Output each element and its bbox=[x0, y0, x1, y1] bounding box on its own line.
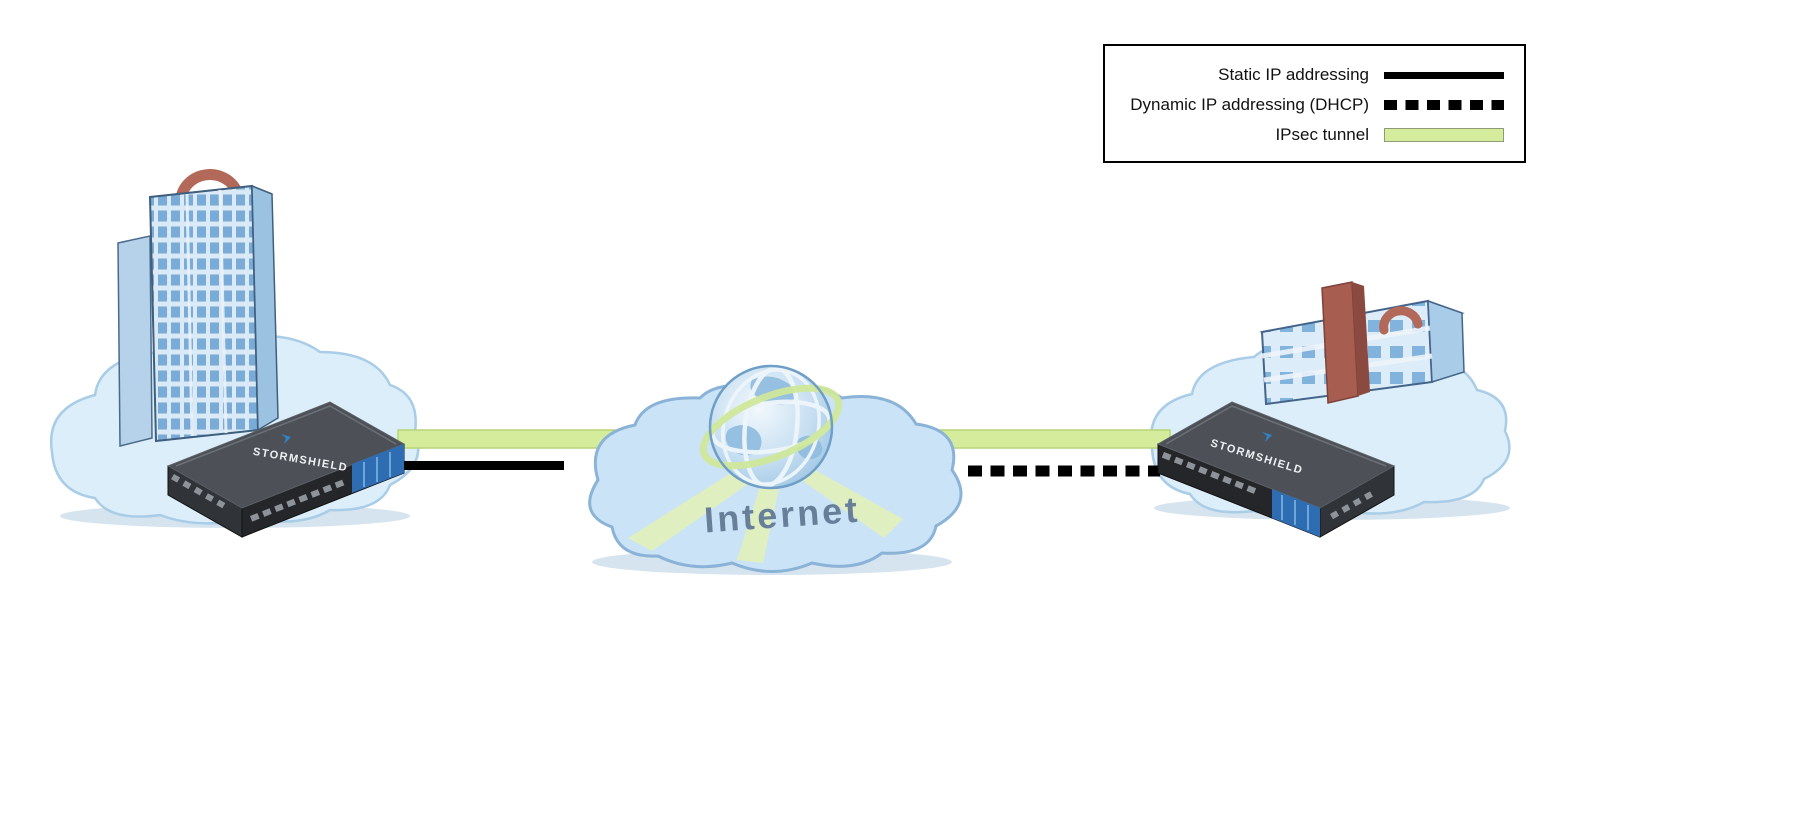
branch-office-building-icon bbox=[1259, 281, 1465, 406]
appliance-side-ports bbox=[1330, 491, 1373, 520]
legend-label-dhcp: Dynamic IP addressing (DHCP) bbox=[1130, 95, 1369, 114]
globe-green-orbit bbox=[699, 384, 843, 470]
appliance-side-ports bbox=[171, 474, 226, 509]
legend-label-static: Static IP addressing bbox=[1218, 65, 1369, 84]
left-firewall-appliance: STORMSHIELD bbox=[166, 401, 406, 538]
legend-row-dhcp: Dynamic IP addressing (DHCP) bbox=[1119, 90, 1504, 120]
stormshield-logo-icon bbox=[281, 434, 291, 444]
legend-row-ipsec: IPsec tunnel bbox=[1119, 120, 1504, 150]
appliance-ports bbox=[250, 479, 345, 522]
legend-box: Static IP addressing Dynamic IP addressi… bbox=[1103, 44, 1526, 163]
appliance-ports bbox=[1161, 452, 1257, 494]
stormshield-logo-icon bbox=[1262, 432, 1272, 442]
legend-row-static: Static IP addressing bbox=[1119, 60, 1504, 90]
right-firewall-appliance: STORMSHIELD bbox=[1156, 401, 1396, 538]
legend-label-ipsec: IPsec tunnel bbox=[1275, 125, 1369, 144]
light-rays bbox=[628, 465, 903, 563]
rooftop-arch-small bbox=[1379, 306, 1423, 335]
static-ip-link bbox=[402, 461, 564, 470]
rooftop-arch bbox=[175, 169, 243, 205]
headquarters-building-icon bbox=[117, 169, 279, 447]
globe-icon bbox=[699, 364, 843, 490]
legend-swatch-solid-line bbox=[1384, 71, 1504, 79]
legend-swatch-tunnel-band bbox=[1384, 128, 1504, 142]
legend-swatch-dashed-line bbox=[1384, 100, 1504, 110]
internet-cloud: Internet bbox=[588, 364, 963, 575]
appliance-blue-stripe bbox=[352, 444, 404, 493]
